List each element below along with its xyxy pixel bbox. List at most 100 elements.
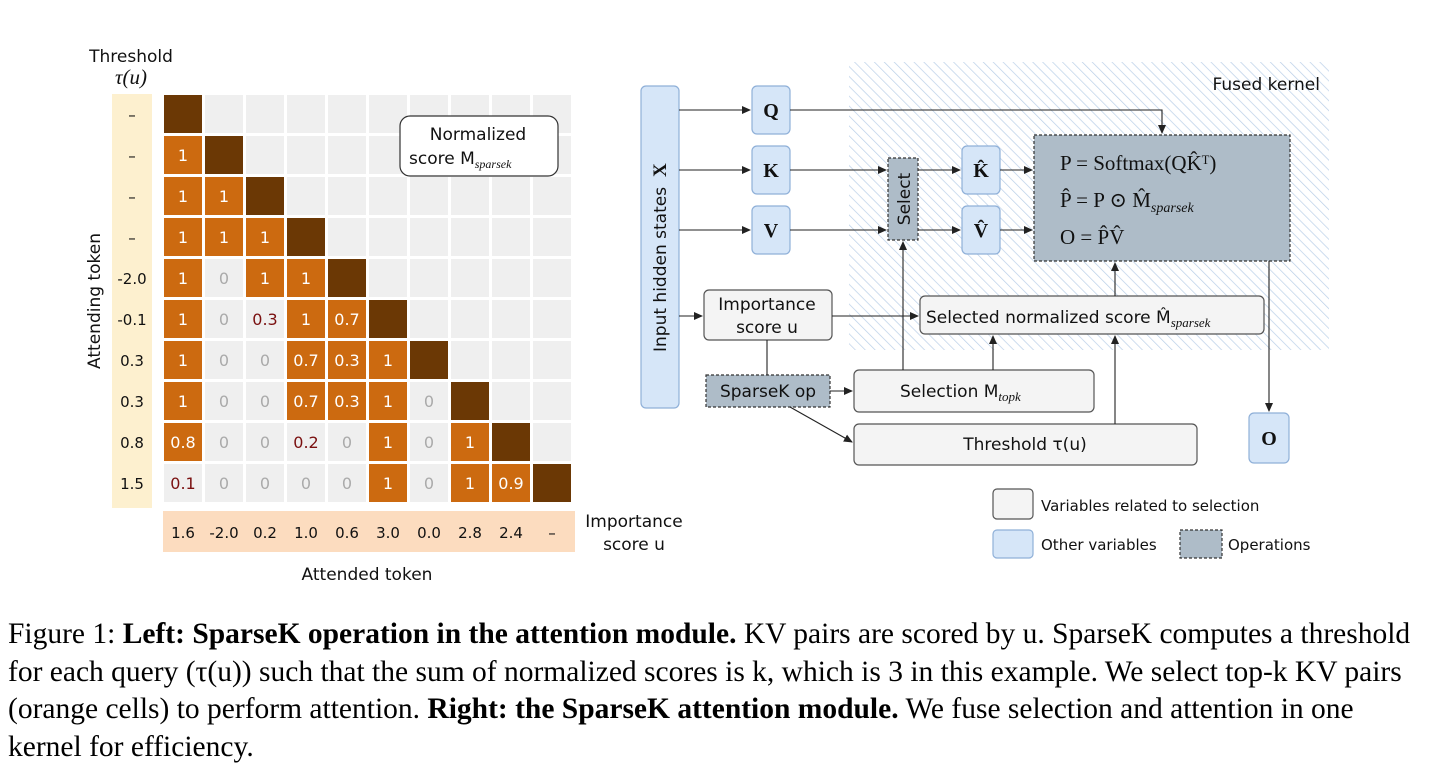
matrix-cell xyxy=(410,300,448,338)
matrix-cell xyxy=(205,259,243,297)
attention-op-box xyxy=(1033,134,1291,262)
matrix-cell-value: 0 xyxy=(260,433,270,452)
matrix-cell-value: 1 xyxy=(383,474,393,493)
left-panel: Threshold τ(u) ––––-2.0-0.10.30.30.81.5 … xyxy=(85,47,683,585)
matrix-cell xyxy=(205,464,243,502)
matrix-cell xyxy=(410,382,448,420)
matrix-cell xyxy=(533,341,571,379)
matrix-cell xyxy=(410,259,448,297)
matrix-cell xyxy=(164,136,202,174)
input-hidden-states-box xyxy=(640,85,680,409)
matrix-cell xyxy=(164,259,202,297)
matrix-cell xyxy=(369,423,407,461)
caption-text-2: We fuse selection and attention in one k… xyxy=(8,693,1354,763)
matrix-cell-value: 1 xyxy=(178,146,188,165)
matrix-cell xyxy=(410,218,448,256)
matrix-cell xyxy=(451,423,489,461)
matrix-cell xyxy=(369,300,407,338)
caption-fig-label: Figure 1: xyxy=(8,618,116,650)
threshold-label: Threshold xyxy=(88,47,173,67)
matrix-cell xyxy=(533,300,571,338)
threshold-value: 0.8 xyxy=(120,434,144,452)
matrix-cell xyxy=(287,136,325,174)
matrix-cell-value: 1 xyxy=(178,187,188,206)
matrix-cell xyxy=(287,300,325,338)
matrix-cell xyxy=(287,382,325,420)
threshold-value: -2.0 xyxy=(117,270,146,288)
matrix-cell xyxy=(410,423,448,461)
matrix-cell xyxy=(328,341,366,379)
importance-score-box xyxy=(703,289,833,341)
matrix-cell-value: 1 xyxy=(178,392,188,411)
selection-label: Selection Mtopk xyxy=(900,382,1021,404)
matrix-cell-value: 0.7 xyxy=(293,392,318,411)
legend-operations-swatch xyxy=(1179,529,1223,559)
matrix-cell xyxy=(164,95,202,133)
matrix-cell-value: 1 xyxy=(178,228,188,247)
sparsek-op-box xyxy=(705,374,831,408)
matrix-cell xyxy=(533,177,571,215)
matrix-cell-value: 0.1 xyxy=(170,474,195,493)
legend-other-label: Other variables xyxy=(1041,536,1157,554)
matrix-cell xyxy=(533,382,571,420)
matrix-cell xyxy=(410,177,448,215)
matrix-cell-value: 1 xyxy=(301,269,311,288)
legend-line-2: score Msparsek xyxy=(409,149,512,171)
matrix-cell xyxy=(492,464,530,502)
matrix-cell xyxy=(533,218,571,256)
matrix-cell-value: 0 xyxy=(301,474,311,493)
matrix-cell xyxy=(205,95,243,133)
normalized-score-legend xyxy=(399,115,559,177)
matrix-cell xyxy=(164,177,202,215)
matrix-cell-value: 0 xyxy=(260,392,270,411)
output-box xyxy=(1248,412,1290,464)
matrix-cell xyxy=(205,177,243,215)
matrix-cell-value: 0.7 xyxy=(293,351,318,370)
matrix-cell-value: 0 xyxy=(424,433,434,452)
threshold-box xyxy=(853,423,1198,466)
equation-1: P = Softmax(QK̂ᵀ) xyxy=(1060,151,1216,175)
importance-value: 2.4 xyxy=(499,524,523,542)
y-axis-label: Attending token xyxy=(85,233,105,369)
importance-row-bg xyxy=(163,511,575,552)
matrix-cell-value: 1 xyxy=(465,433,475,452)
matrix-cell xyxy=(287,464,325,502)
matrix-cell xyxy=(205,382,243,420)
matrix-cell-value: 0 xyxy=(219,310,229,329)
importance-value: 0.6 xyxy=(335,524,359,542)
matrix-cell xyxy=(287,95,325,133)
matrix-cell-value: 1 xyxy=(301,310,311,329)
matrix-cell xyxy=(451,218,489,256)
matrix-cell xyxy=(451,177,489,215)
figure-1: Threshold τ(u) ––––-2.0-0.10.30.30.81.5 … xyxy=(85,47,1329,585)
matrix-cell xyxy=(328,177,366,215)
importance-label: Importance xyxy=(585,512,682,532)
matrix-cell-value: 0 xyxy=(342,474,352,493)
arrows xyxy=(679,106,1273,443)
threshold-value: – xyxy=(128,147,136,165)
matrix-cell xyxy=(246,136,284,174)
matrix-cell xyxy=(533,464,571,502)
k-label: K xyxy=(763,160,779,182)
matrix-cell-value: 1 xyxy=(178,351,188,370)
matrix-cell-value: 1 xyxy=(260,228,270,247)
threshold-value: – xyxy=(128,229,136,247)
matrix-cell xyxy=(246,300,284,338)
k-hat-label: K̂ xyxy=(973,158,989,182)
matrix-cell xyxy=(287,259,325,297)
importance-value: 3.0 xyxy=(376,524,400,542)
caption-right-bold: Right: the SparseK attention module. xyxy=(427,693,899,725)
matrix-cell xyxy=(287,423,325,461)
matrix-cell xyxy=(492,300,530,338)
matrix-cell-value: 1 xyxy=(178,310,188,329)
importance-value: -2.0 xyxy=(209,524,238,542)
matrix-cell xyxy=(451,259,489,297)
matrix-cell-value: 1 xyxy=(383,351,393,370)
matrix-cell-value: 0 xyxy=(342,433,352,452)
matrix-cell xyxy=(410,341,448,379)
matrix-cell xyxy=(246,341,284,379)
right-panel: Fused kernel Input hidden statesX Q K V … xyxy=(640,62,1329,559)
matrix-cell-value: 0.8 xyxy=(170,433,195,452)
matrix-cell xyxy=(328,259,366,297)
matrix-cell xyxy=(205,300,243,338)
